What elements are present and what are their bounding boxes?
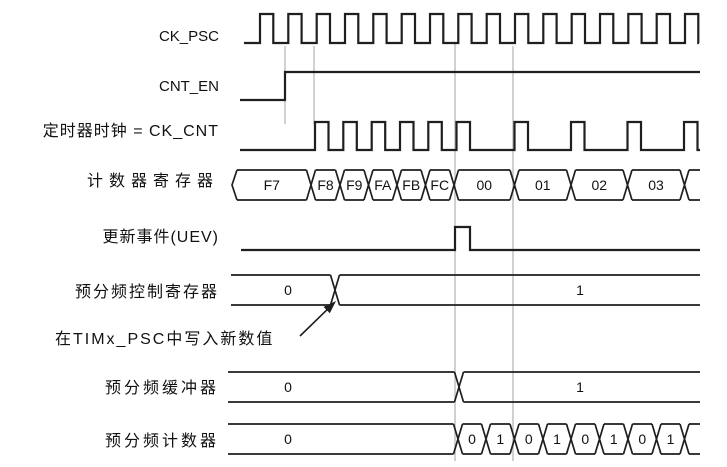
bus-segment-prescaler_counter (689, 423, 700, 455)
bus-value-counter_register: 00 (476, 177, 492, 193)
bus-value-counter_register: F8 (317, 177, 334, 193)
bus-segment-prescaler_buffer (463, 371, 700, 403)
bus-value-counter_register: 01 (535, 177, 551, 193)
bus-segment-counter_register (575, 169, 623, 201)
bus-transition-prescaler_counter (622, 423, 634, 455)
bus-transition-counter_register (420, 169, 431, 201)
bus-value-counter_register: F7 (264, 177, 281, 193)
bus-value-prescaler_control_register: 1 (576, 282, 584, 298)
signal-wave-uev (241, 225, 700, 252)
annotation-arrow-line (299, 308, 329, 337)
bus-segment-prescaler_counter (575, 423, 595, 455)
bus-segment-prescaler_control_register (231, 274, 331, 306)
bus-value-counter_register: 02 (591, 177, 607, 193)
bus-value-prescaler_counter: 1 (667, 431, 675, 447)
bus-segment-prescaler_counter (547, 423, 567, 455)
bus-segment-counter_register (237, 169, 307, 201)
bus-transition-counter_register (509, 169, 520, 201)
bus-segment-counter_register (315, 169, 336, 201)
bus-value-counter_register: FC (430, 177, 449, 193)
bus-transition-prescaler_counter (537, 423, 549, 455)
bus-value-prescaler_counter: 0 (468, 431, 476, 447)
signal-wave-ck_psc (244, 12, 700, 45)
bus-value-prescaler_counter: 0 (638, 431, 646, 447)
bus-transition-counter_register (565, 169, 577, 201)
bus-segment-prescaler_counter (228, 423, 454, 455)
bus-value-prescaler_counter: 1 (610, 431, 618, 447)
bus-transition-prescaler_counter (679, 423, 690, 455)
annotation-arrowhead-icon (323, 301, 336, 314)
bus-segment-counter_register (519, 169, 567, 201)
bus-value-counter_register: 03 (648, 177, 664, 193)
bus-value-prescaler_counter: 1 (496, 431, 504, 447)
bus-transition-prescaler_counter (480, 423, 492, 455)
bus-segment-prescaler_counter (661, 423, 680, 455)
bus-value-prescaler_control_register: 0 (284, 282, 292, 298)
bus-transition-counter_register (679, 169, 690, 201)
bus-segment-counter_register (344, 169, 364, 201)
bus-transition-counter_register (448, 169, 460, 201)
bus-value-counter_register: FB (402, 177, 420, 193)
signal-label-cnt-en: CNT_EN (158, 78, 219, 95)
bus-value-prescaler_counter: 1 (553, 431, 561, 447)
bus-segment-counter_register (430, 169, 450, 201)
bus-transition-prescaler_control_register (329, 274, 341, 306)
bus-transition-counter_register (363, 169, 374, 201)
bus-transition-prescaler_counter (565, 423, 577, 455)
bus-segment-prescaler_counter (490, 423, 510, 455)
bus-transition-prescaler_buffer (453, 371, 465, 403)
signal-label-counter-register: 计数器寄存器 (86, 173, 219, 190)
bus-segment-prescaler_counter (462, 423, 482, 455)
bus-transition-counter_register (391, 169, 403, 201)
bus-segment-prescaler_counter (519, 423, 539, 455)
bus-transition-prescaler_counter (452, 423, 464, 455)
bus-value-counter_register: F9 (346, 177, 363, 193)
bus-transition-counter_register (622, 169, 633, 201)
bus-segment-prescaler_counter (632, 423, 652, 455)
signal-label-prescaler-buffer: 预分频缓冲器 (104, 380, 219, 397)
bus-value-prescaler_counter: 0 (525, 431, 533, 447)
bus-transition-counter_register (305, 169, 317, 201)
bus-value-prescaler_buffer: 0 (284, 379, 292, 395)
bus-value-counter_register: FA (374, 177, 392, 193)
bus-segment-counter_register (401, 169, 421, 201)
signal-label-prescaler-counter: 预分频计数器 (104, 433, 219, 450)
bus-transition-prescaler_counter (509, 423, 520, 455)
bus-value-prescaler_counter: 0 (581, 431, 589, 447)
signal-label-prescaler-control-register: 预分频控制寄存器 (74, 284, 219, 301)
bus-transition-prescaler_counter (594, 423, 605, 455)
bus-transition-counter_register (334, 169, 346, 201)
signal-label-ck-psc: CK_PSC (158, 28, 219, 45)
signal-label-ck-cnt: 定时器时钟 = CK_CNT (42, 123, 219, 140)
bus-segment-counter_register (689, 169, 700, 201)
signal-wave-cnt_en (240, 70, 700, 102)
signal-wave-ck_cnt (240, 120, 700, 152)
bus-segment-prescaler_buffer (228, 371, 455, 403)
annotation-write-new-value: 在TIMx_PSC中写入新数值 (55, 331, 275, 348)
bus-value-prescaler_counter: 0 (284, 431, 292, 447)
bus-transition-prescaler_counter (651, 423, 662, 455)
bus-segment-counter_register (373, 169, 393, 201)
signal-label-uev: 更新事件(UEV) (102, 229, 219, 246)
bus-segment-prescaler_control_register (339, 274, 700, 306)
bus-left-taper-counter_register (231, 169, 238, 201)
bus-segment-prescaler_counter (604, 423, 624, 455)
bus-segment-counter_register (632, 169, 680, 201)
bus-value-prescaler_buffer: 1 (576, 379, 584, 395)
bus-segment-counter_register (458, 169, 510, 201)
